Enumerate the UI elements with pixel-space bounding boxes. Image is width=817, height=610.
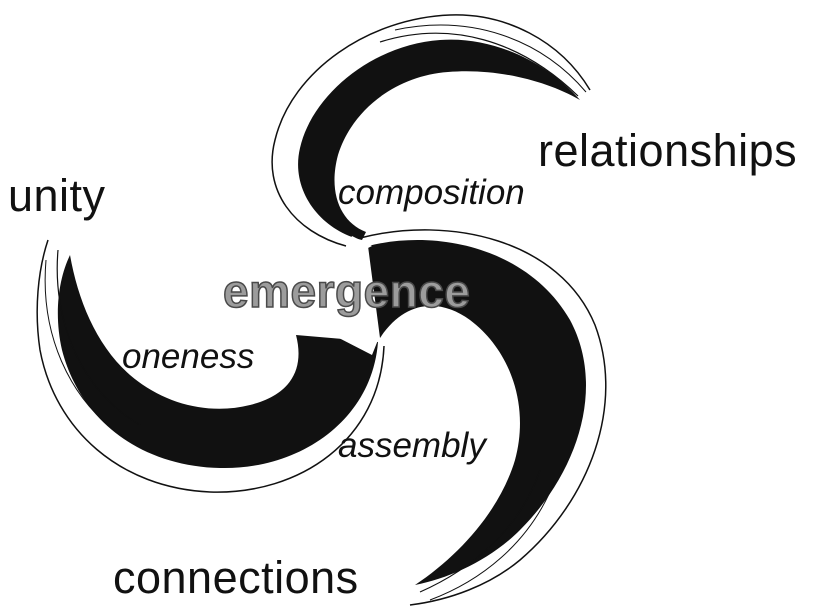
inner-label-composition: composition: [338, 173, 525, 212]
spiral-arm-right-outline: [359, 229, 607, 606]
spiral-arm-right-brush-streak-2: [429, 479, 556, 601]
spiral-arm-top-brush-streak-2: [394, 24, 587, 93]
center-label-emergence: emergence: [222, 265, 471, 317]
center-junction-gaps: [300, 236, 378, 355]
spiral-arm-right: [359, 229, 607, 606]
spiral-arm-left-brush-streak-2: [44, 259, 129, 441]
outer-label-unity: unity: [8, 170, 106, 221]
center-gap-2: [300, 318, 378, 355]
inner-label-oneness: oneness: [122, 337, 255, 376]
outer-label-relationships: relationships: [538, 125, 798, 176]
spiral-arm-top: [271, 14, 591, 247]
center-gap-1: [340, 236, 372, 262]
spiral-arm-top-outline: [271, 14, 591, 247]
spiral-arm-right-fill: [368, 240, 586, 585]
spiral-arm-top-fill: [298, 39, 580, 240]
spiral-arm-right-brush-streak: [419, 469, 541, 593]
spiral-arm-left-fill: [57, 255, 379, 469]
spiral-arm-left-outline: [36, 239, 385, 493]
inner-label-assembly: assembly: [338, 426, 486, 465]
outer-label-connections: connections: [113, 552, 359, 603]
spiral-arm-left: [36, 239, 385, 493]
spiral-arm-top-brush-streak: [379, 32, 579, 97]
spiral-arm-left-brush-streak: [56, 249, 141, 426]
